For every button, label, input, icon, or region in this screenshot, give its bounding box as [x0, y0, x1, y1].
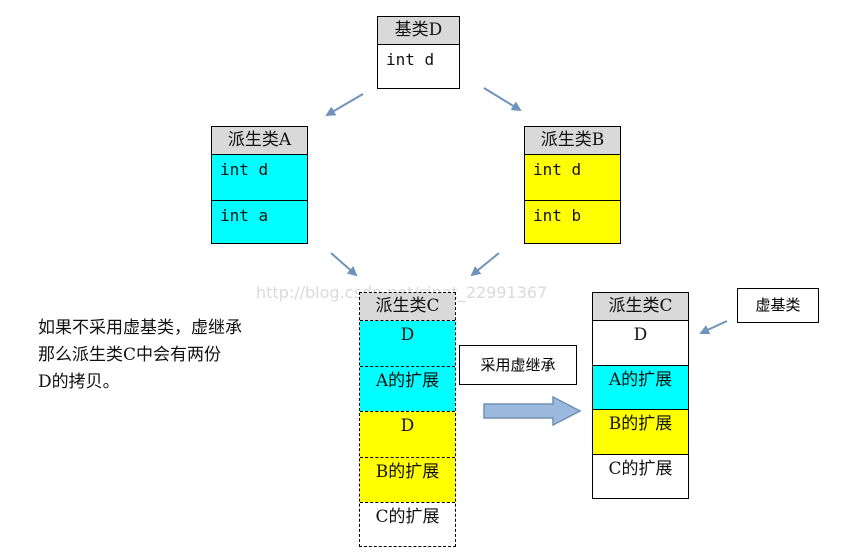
derived-class-b-member-b: int b [525, 200, 620, 243]
derived-class-c-virtual-box: 派生类C D A的扩展 B的扩展 C的扩展 [592, 292, 689, 499]
base-class-d-box: 基类D int d [377, 16, 460, 89]
derived-class-a-title: 派生类A [212, 127, 307, 155]
arrow-d-to-a [325, 93, 364, 117]
c-virtual-part-a-ext: A的扩展 [593, 365, 688, 409]
derived-class-b-title: 派生类B [525, 127, 620, 155]
derived-class-c-nonvirtual-title: 派生类C [360, 293, 455, 321]
derived-class-a-member-d: int d [212, 155, 307, 200]
c-virtual-part-c-ext: C的扩展 [593, 454, 688, 498]
arrow-virtual-base [699, 320, 728, 335]
base-class-d-member: int d [386, 50, 435, 69]
big-transform-arrow [483, 395, 582, 427]
note-line-1: 如果不采用虚基类，虚继承 [38, 318, 242, 338]
virtual-inheritance-label: 采用虚继承 [459, 345, 577, 385]
derived-class-c-nonvirtual-box: 派生类C D A的扩展 D B的扩展 C的扩展 [359, 292, 456, 547]
base-class-d-title: 基类D [378, 17, 459, 45]
derived-class-b-member-d: int d [525, 155, 620, 200]
arrow-b-to-c [470, 252, 500, 277]
c-nonvirtual-part-a-ext: A的扩展 [360, 366, 455, 411]
arrow-d-to-b [483, 87, 522, 112]
arrow-a-to-c [330, 252, 358, 277]
note-line-2: 那么派生类C中会有两份 [38, 345, 222, 365]
derived-class-b-box: 派生类B int d int b [524, 126, 621, 244]
note-text: 如果不采用虚基类，虚继承 那么派生类C中会有两份 D的拷贝。 [38, 315, 308, 396]
c-nonvirtual-part-d1: D [360, 321, 455, 366]
virtual-base-label: 虚基类 [737, 288, 819, 323]
derived-class-c-virtual-title: 派生类C [593, 293, 688, 321]
c-nonvirtual-part-c-ext: C的扩展 [360, 502, 455, 546]
c-virtual-part-b-ext: B的扩展 [593, 409, 688, 454]
c-nonvirtual-part-b-ext: B的扩展 [360, 457, 455, 502]
derived-class-a-member-a: int a [212, 200, 307, 243]
c-nonvirtual-part-d2: D [360, 411, 455, 457]
c-virtual-part-d: D [633, 325, 648, 345]
note-line-3: D的拷贝。 [38, 372, 120, 392]
derived-class-a-box: 派生类A int d int a [211, 126, 308, 244]
